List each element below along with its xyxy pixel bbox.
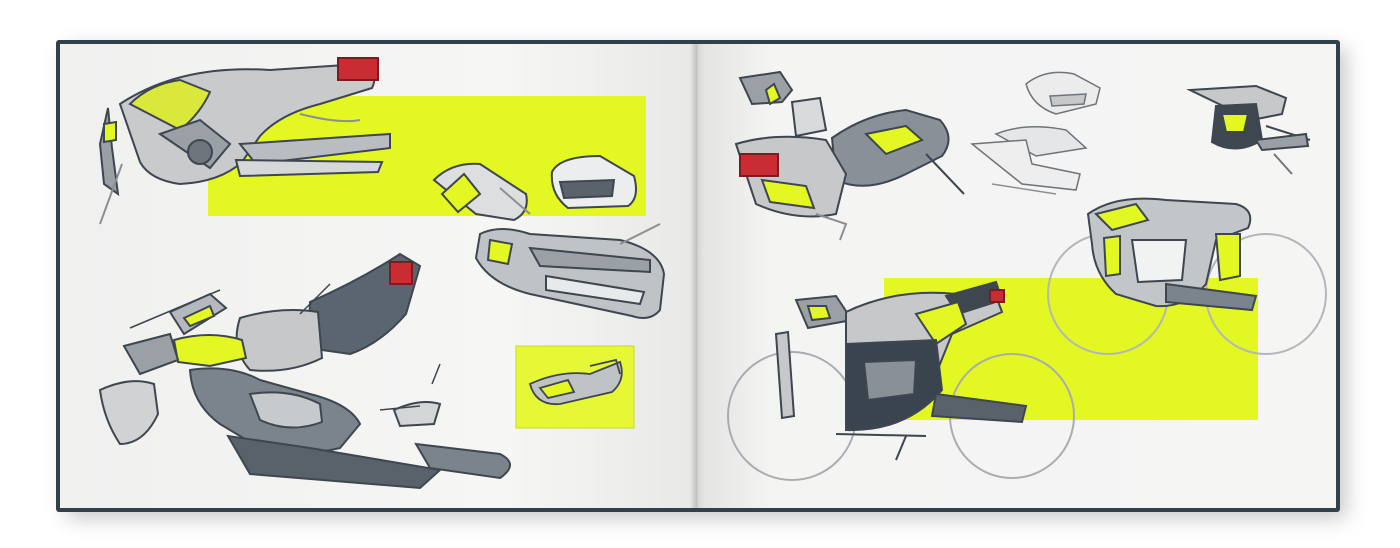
left-page [60, 44, 696, 508]
right-page-sketches [727, 70, 1327, 481]
left-page-sketches [98, 57, 666, 490]
motorcycle-frame-side-sketch [98, 57, 391, 225]
thumbnail-frame-sketch-1 [994, 71, 1101, 157]
book-gutter [690, 44, 704, 508]
fuel-tank-sketch [432, 162, 531, 222]
swingarm-sketch [474, 223, 666, 319]
sticky-note-detail-sketch [528, 358, 623, 406]
thumbnail-bike-sketch-3 [1186, 84, 1311, 175]
exploded-body-panels-sketch [98, 252, 511, 490]
headlight-module-sketch [550, 154, 637, 210]
front-three-quarter-bike-sketch [734, 70, 965, 241]
full-bike-side-sketch [727, 280, 1075, 481]
thumbnail-frame-sketch-2 [970, 139, 1081, 195]
right-page [696, 44, 1336, 508]
neo-cafe-racer-side-sketch [1047, 197, 1327, 355]
